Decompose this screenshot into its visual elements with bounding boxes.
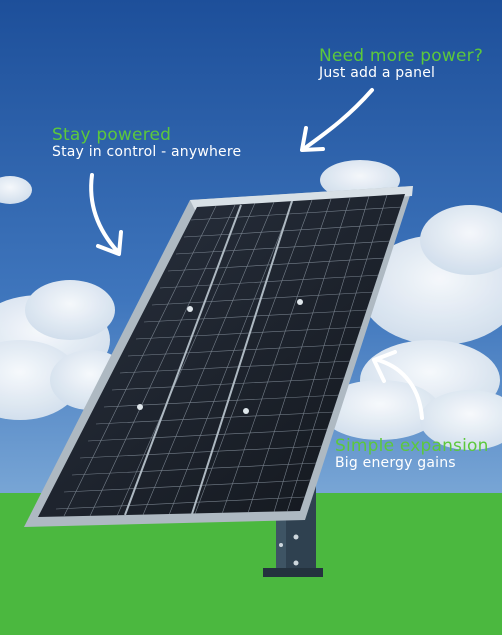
callout-more-power: Need more power? Just add a panel xyxy=(319,47,483,81)
callout-heading: Simple expansion xyxy=(335,436,489,456)
callout-text: Just add a panel xyxy=(319,64,436,81)
callout-text: Stay in control - anywhere xyxy=(52,143,242,160)
arrow-icon-expansion xyxy=(372,350,424,420)
arrow-icon-stay-powered xyxy=(89,173,123,256)
callout-stay-powered: Stay powered Stay in control - anywhere xyxy=(52,126,241,160)
arrow-icon-more-power xyxy=(300,88,374,152)
callout-heading: Stay powered xyxy=(52,125,172,145)
solar-panel xyxy=(24,186,413,527)
clouds xyxy=(0,160,502,450)
callout-expansion: Simple expansion Big energy gains xyxy=(335,437,489,471)
callout-text: Big energy gains xyxy=(335,454,456,471)
callout-heading: Need more power? xyxy=(319,46,484,66)
